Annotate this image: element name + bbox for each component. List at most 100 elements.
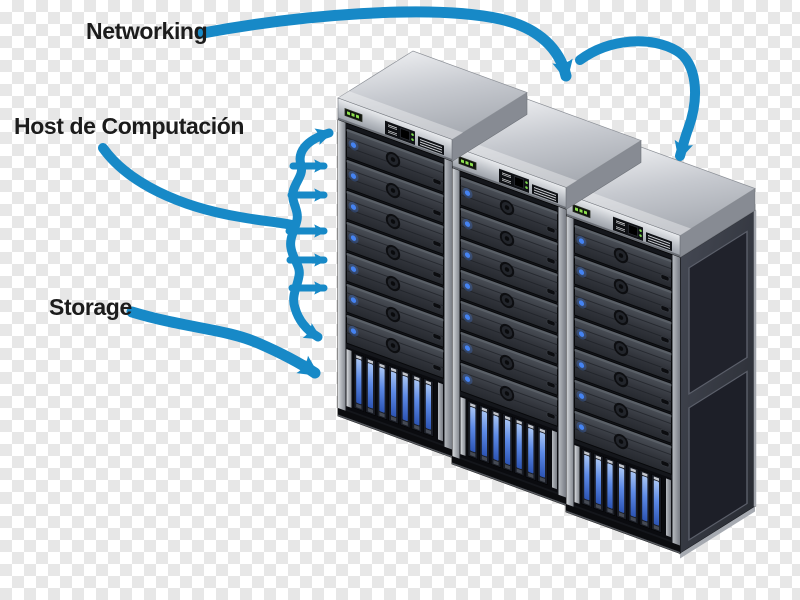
bay-latch [546,288,556,296]
green-led-icon [584,210,587,215]
storage-drive-cap [516,420,522,425]
green-led-icon [461,159,464,164]
port-stripe [534,192,556,201]
storage-drive-bar [607,463,613,509]
green-led-icon [639,229,642,232]
bay-led-icon [350,173,357,179]
green-led-icon [639,234,642,237]
drive-bay [346,313,444,379]
bay-highlight [346,221,444,260]
drive-bay [346,158,444,224]
bay-led-icon [464,190,471,196]
bay-handle-center [618,284,624,289]
bay-led-icon [578,300,585,306]
drive-bay [574,285,672,351]
port-stripe [648,235,670,244]
green-led-icon [525,186,528,189]
rack-side-trim [680,506,755,559]
bay-led-icon [578,238,585,244]
bay-handle-center [618,346,624,351]
rack-tower-front [337,119,453,459]
bay-latch [546,350,556,358]
bay-highlight [460,238,558,277]
storage-drive-foot [414,424,420,431]
bay-latch [660,336,670,344]
bay-highlight [346,128,444,167]
drive-bay [460,268,558,334]
port-stripe [502,179,511,184]
rack-left-rail [452,167,460,467]
green-led-icon [465,160,469,166]
port-stripe [502,172,511,177]
bay-highlight [460,269,558,308]
bay-led-icon [464,345,471,351]
bay-led-icon [578,393,585,399]
bay-led-icon [350,266,357,272]
drive-bay [460,299,558,365]
drive-bay [460,206,558,272]
bay-highlight [574,255,672,294]
rack-base [338,408,452,458]
bay-highlight [346,283,444,322]
drive-bay [346,189,444,255]
bay-led-icon [578,269,585,275]
drive-bay [460,237,558,303]
switch-front-shadow [566,213,680,258]
storage-drive-cap [493,411,499,417]
storage-drive-cap [425,380,432,385]
rack-side-insets [688,230,748,541]
drive-bay [574,254,672,320]
storage-drive-cap [414,376,420,381]
storage-bracket-left [574,445,580,504]
bay-handle-center [390,188,396,193]
storage-drive-cap [379,363,385,369]
storage-drive-foot [595,503,601,510]
rack-base-trim [452,462,566,506]
green-led-icon [411,138,414,141]
storage-drive-cap [481,407,487,412]
storage-drive-foot [470,451,476,458]
storage-bracket-right [666,478,671,538]
server-rack-1 [337,50,528,459]
bay-handle-center [618,408,624,413]
bay-latch [660,367,670,375]
storage-bracket-right [552,430,557,490]
storage-drive-bar [584,454,590,501]
arrows-layer [98,6,700,379]
drive-bay [574,409,672,475]
networking-arrow-1 [197,6,573,82]
rack-base [566,504,680,554]
storage-drive-bar [470,406,476,453]
rack-tower-front [451,167,567,507]
port-stripe [502,173,511,179]
storage-drive-bar [414,380,420,426]
bay-highlight [460,362,558,401]
bay-latch [432,209,442,217]
storage-drive-bar [653,480,660,526]
bay-latch [432,178,442,186]
drive-bay [574,316,672,382]
bay-highlight [574,379,672,418]
port-stripe [616,221,625,227]
host-label: Host de Computación [14,113,245,139]
drive-bay [460,330,558,396]
storage-bracket-left [346,349,352,408]
port-stripe [648,237,670,247]
host-lead-line [98,143,297,230]
server-racks-group [337,50,757,559]
storage-drive-bar [528,428,534,474]
storage-drive-foot [539,476,546,483]
storage-drive-cap [539,428,546,433]
storage-drive-bar [516,423,522,470]
switch-front-shadow [338,117,452,162]
bay-highlight [460,176,558,215]
bay-led-icon [464,314,471,320]
bay-latch [660,305,670,313]
bay-handle-center [618,377,624,382]
bay-highlight [574,286,672,325]
storage-drive-cap [584,451,590,456]
green-led-icon [347,111,350,116]
storage-drive-bar [505,419,511,465]
bay-latch [432,302,442,310]
